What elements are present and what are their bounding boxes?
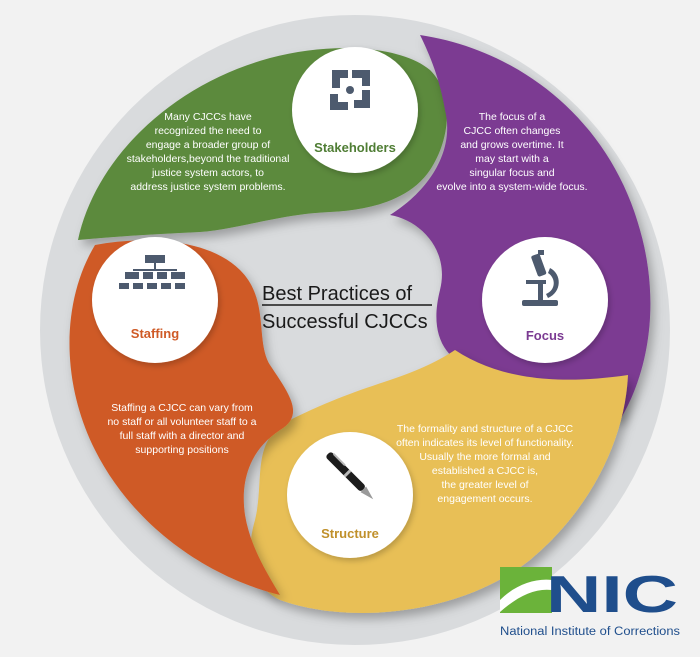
stakeholders-text-line: engage a broader group of: [146, 139, 270, 151]
stakeholders-text: Many CJCCs have recognized the need to e…: [127, 111, 290, 193]
diagram-title-line1: Best Practices of: [262, 283, 413, 305]
structure-icon-circle: [287, 432, 413, 558]
staffing-text-line: no staff or all volunteer staff to a: [107, 416, 256, 428]
logo-swoosh: [500, 579, 552, 612]
diagram-title-line2: Successful CJCCs: [262, 311, 428, 333]
focus-text-line: The focus of a: [479, 111, 546, 123]
stakeholders-text-line: justice system actors, to: [151, 167, 264, 179]
org-chart-icon: [119, 255, 185, 289]
staffing-label: Staffing: [131, 326, 179, 341]
focus-text: The focus of a CJCC often changes and gr…: [436, 111, 587, 193]
stakeholders-text-line: recognized the need to: [155, 125, 262, 137]
structure-text-line: the greater level of: [442, 479, 529, 491]
focus-text-line: evolve into a system-wide focus.: [436, 181, 587, 193]
staffing-text-line: supporting positions: [135, 444, 228, 456]
staffing-text-line: full staff with a director and: [120, 430, 245, 442]
stakeholders-icon-circle: [292, 47, 418, 173]
structure-text-line: established a CJCC is,: [432, 465, 538, 477]
focus-text-line: may start with a: [475, 153, 549, 165]
staffing-text-line: Staffing a CJCC can vary from: [111, 402, 253, 414]
staffing-text: Staffing a CJCC can vary from no staff o…: [107, 402, 256, 456]
structure-text: The formality and structure of a CJCC of…: [396, 423, 574, 505]
focus-label: Focus: [526, 328, 564, 343]
structure-text-line: engagement occurs.: [437, 493, 532, 505]
focus-text-line: CJCC often changes: [464, 125, 561, 137]
hands-circle-icon: [330, 70, 370, 110]
focus-text-line: and grows overtime. It: [460, 139, 563, 151]
staffing-icon-circle: [92, 237, 218, 363]
structure-text-line: The formality and structure of a CJCC: [397, 423, 574, 435]
pen-icon: [326, 452, 374, 500]
stakeholders-text-line: address justice system problems.: [130, 181, 285, 193]
logo-name: National Institute of Corrections: [500, 626, 680, 638]
focus-text-line: singular focus and: [469, 167, 554, 179]
logo-abbrev: NIC: [546, 566, 678, 624]
stakeholders-text-line: Many CJCCs have: [164, 111, 252, 123]
microscope-icon: [522, 250, 559, 306]
structure-text-line: Usually the more formal and: [419, 451, 550, 463]
stakeholders-label: Stakeholders: [314, 140, 396, 155]
structure-label: Structure: [321, 526, 379, 541]
structure-text-line: often indicates its level of functionali…: [396, 437, 574, 449]
nic-logo: NIC National Institute of Corrections: [500, 566, 680, 638]
stakeholders-text-line: stakeholders,beyond the traditional: [127, 153, 290, 165]
